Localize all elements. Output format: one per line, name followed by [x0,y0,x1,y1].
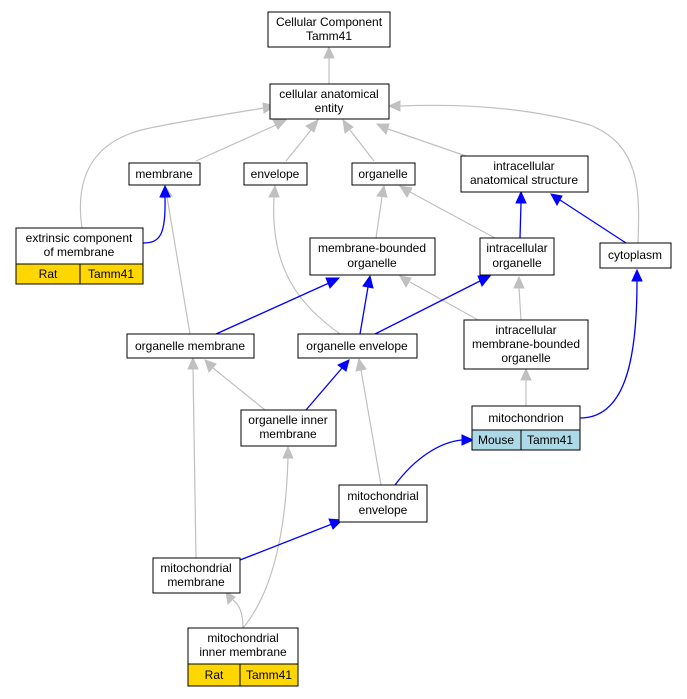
node-intracellular-organelle[interactable]: intracellular organelle [479,237,555,276]
node-mitochondrial-inner-membrane[interactable]: mitochondrial inner membrane Rat Tamm41 [187,627,299,687]
node-label-line: organelle [347,256,397,270]
node-organelle-inner-membrane[interactable]: organelle inner membrane [240,409,337,447]
node-label-line: membrane-bounded [318,241,426,255]
node-membrane-bounded-organelle[interactable]: membrane-bounded organelle [309,237,436,276]
node-membrane[interactable]: membrane [128,162,201,186]
node-label-line: organelle [358,167,408,181]
edge-membrane-to-cae [195,124,277,162]
annotation-cell-mouse: Mouse [471,429,522,451]
node-label-line: mitochondrion [488,411,563,425]
node-label-line: inner membrane [199,645,287,659]
node-label-line: organelle inner [248,413,327,427]
edge-mm-to-om [192,368,197,559]
node-label-line: Cellular Component [276,15,383,29]
node-label-line: envelope [359,503,408,517]
edge-oe-to-envelope [273,196,341,335]
edge-mim-to-oim [242,457,289,629]
node-mitochondrial-membrane[interactable]: mitochondrial membrane [152,557,241,594]
node-organelle-membrane[interactable]: organelle membrane [126,333,255,359]
node-label-line: entity [315,101,344,115]
node-label-line: membrane [135,167,193,181]
edge-cytoplasm-to-cae [399,104,640,244]
node-label-line: membrane-bounded [472,337,580,351]
part-of-edges [142,184,643,561]
annotation-cell-tamm41: Tamm41 [239,663,299,687]
is-a-edges [79,45,640,629]
edge-mim-to-mm [232,599,244,629]
node-label-line: intracellular [486,241,547,255]
node-label-line: extrinsic component [26,231,133,245]
edge-om-to-membrane [166,196,191,335]
node-label-line: intracellular [493,159,554,173]
svg-text:Mouse: Mouse [478,433,514,447]
node-intracellular-membrane-bounded-organelle[interactable]: intracellular membrane-bounded organelle [463,319,589,370]
node-label-line: mitochondrial [160,561,231,575]
annotation-cell-rat: Rat [187,663,241,687]
node-organelle-envelope[interactable]: organelle envelope [297,333,418,359]
edge-oe-to-io [374,280,481,335]
edge-oim-to-oe [305,367,343,411]
edge-mm-to-me [239,523,333,561]
edge-organelle-to-cae [349,129,375,162]
node-extrinsic-component-of-membrane[interactable]: extrinsic component of membrane Rat Tamm… [15,227,144,285]
edge-io-to-ias [519,202,522,239]
edge-me-to-oe [360,369,382,486]
node-label-line: organelle envelope [306,339,408,353]
node-mitochondrial-envelope[interactable]: mitochondrial envelope [338,484,428,523]
edge-ias-to-cae [387,128,467,157]
node-label-line: envelope [251,167,300,181]
node-label-line: cellular anatomical [279,87,378,101]
edge-om-to-mbo [215,282,330,335]
annotation-cell-rat: Rat [15,263,81,285]
node-cellular-anatomical-entity[interactable]: cellular anatomical entity [269,83,390,120]
edge-envelope-to-cae [285,129,312,162]
node-label-line: organelle [492,256,542,270]
svg-text:Rat: Rat [39,267,58,281]
node-label-line: mitochondrial [207,631,278,645]
node-label-line: intracellular [495,323,556,337]
node-cellular-component-tamm41[interactable]: Cellular Component Tamm41 [267,11,391,48]
node-envelope[interactable]: envelope [243,162,308,186]
svg-text:Tamm41: Tamm41 [88,267,134,281]
edge-mbo-to-organelle [375,196,383,239]
edge-oim-to-om [212,367,266,411]
annotation-cell-tamm41: Tamm41 [520,429,581,451]
node-label-line: membrane [167,575,225,589]
node-label-line: mitochondrial [347,489,418,503]
svg-text:Rat: Rat [205,668,224,682]
svg-text:Tamm41: Tamm41 [246,668,292,682]
svg-text:Tamm41: Tamm41 [527,433,573,447]
edge-ecm-to-cae [79,107,265,229]
node-label-line: membrane [259,427,317,441]
edge-me-to-mito [394,439,463,486]
edge-mito-to-cytoplasm [579,280,638,419]
node-label-line: cytoplasm [608,248,662,262]
edge-imbo-to-io [518,287,522,321]
node-label-line: of membrane [44,245,115,259]
edge-ecm-to-membrane [142,196,166,244]
annotation-cell-tamm41: Tamm41 [79,263,144,285]
node-organelle[interactable]: organelle [351,162,416,186]
node-label-line: organelle membrane [135,339,245,353]
node-cytoplasm[interactable]: cytoplasm [599,242,672,269]
edge-imbo-to-mbo [409,281,479,321]
node-label-line: Tamm41 [306,29,352,43]
node-intracellular-anatomical-structure[interactable]: intracellular anatomical structure [460,155,589,193]
node-label-line: organelle [501,351,551,365]
node-label-line: anatomical structure [470,173,578,187]
node-mitochondrion[interactable]: mitochondrion Mouse Tamm41 [471,405,581,451]
edge-cytoplasm-to-ias [559,199,627,244]
edge-io-to-organelle [409,191,496,239]
edge-oe-to-mbo [359,286,369,335]
